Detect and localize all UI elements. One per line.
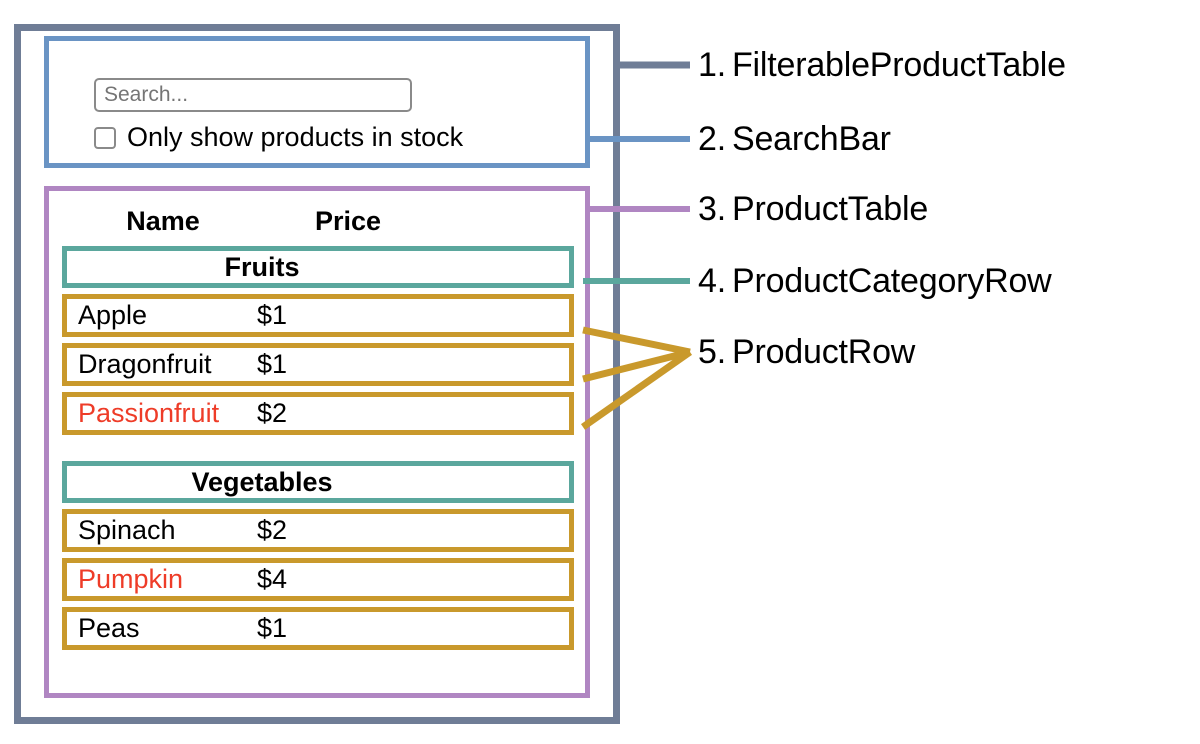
- in-stock-checkbox-row[interactable]: Only show products in stock: [94, 124, 463, 151]
- product-name: Apple: [78, 300, 148, 330]
- table-header-row: Name Price: [63, 201, 571, 241]
- group-spacer: [62, 441, 574, 461]
- product-price: $2: [257, 398, 288, 428]
- legend-name-4: ProductCategoryRow: [731, 262, 1052, 300]
- column-header-price: Price: [314, 206, 382, 236]
- product-row: Dragonfruit $1: [62, 343, 574, 386]
- product-price: $2: [257, 515, 288, 545]
- legend-name-3: ProductTable: [731, 190, 929, 228]
- product-price: $1: [257, 349, 288, 379]
- product-category-label: Vegetables: [191, 466, 333, 497]
- search-input[interactable]: [94, 78, 412, 112]
- search-bar-boundary: Only show products in stock: [44, 36, 590, 168]
- in-stock-checkbox-label: Only show products in stock: [127, 122, 464, 152]
- legend-item-search-bar: 2.SearchBar: [698, 122, 891, 156]
- legend-item-filterable-product-table: 1.FilterableProductTable: [698, 48, 1066, 82]
- legend-number-3: 3.: [698, 190, 726, 228]
- checkbox-icon[interactable]: [94, 126, 116, 149]
- product-name: Pumpkin: [78, 564, 184, 594]
- product-row: Apple $1: [62, 294, 574, 337]
- product-name: Dragonfruit: [78, 349, 212, 379]
- product-price: $1: [257, 613, 288, 643]
- legend-number-2: 2.: [698, 120, 726, 158]
- product-row: Peas $1: [62, 607, 574, 650]
- legend-name-1: FilterableProductTable: [731, 46, 1066, 84]
- product-row: Spinach $2: [62, 509, 574, 552]
- legend-item-product-row: 5.ProductRow: [698, 335, 915, 369]
- legend-item-product-table: 3.ProductTable: [698, 192, 928, 226]
- legend-number-1: 1.: [698, 46, 726, 84]
- product-category-label: Fruits: [224, 251, 300, 282]
- product-name: Passionfruit: [78, 398, 220, 428]
- legend-name-2: SearchBar: [731, 120, 891, 158]
- product-price: $1: [257, 300, 288, 330]
- legend-name-5: ProductRow: [731, 333, 916, 371]
- product-category-row: Vegetables: [62, 461, 574, 503]
- legend-item-product-category-row: 4.ProductCategoryRow: [698, 264, 1052, 298]
- product-name: Peas: [78, 613, 140, 643]
- column-header-name: Name: [126, 206, 200, 236]
- product-row: Pumpkin $4: [62, 558, 574, 601]
- legend-number-4: 4.: [698, 262, 726, 300]
- legend-number-5: 5.: [698, 333, 726, 371]
- product-row: Passionfruit $2: [62, 392, 574, 435]
- product-name: Spinach: [78, 515, 176, 545]
- product-category-row: Fruits: [62, 246, 574, 288]
- product-price: $4: [257, 564, 288, 594]
